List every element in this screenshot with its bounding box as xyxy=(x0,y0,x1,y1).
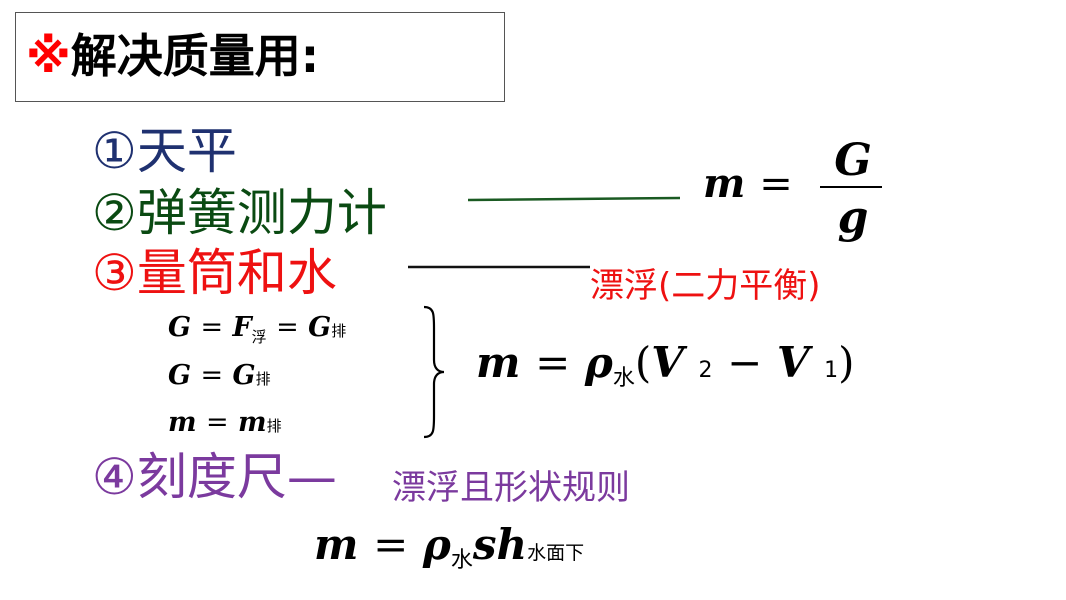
formula-ruler: m = ρ水sh水面下 xyxy=(314,520,585,573)
item-cylinder-water: ③量筒和水 xyxy=(92,248,337,298)
fraction-numerator: G xyxy=(834,135,872,186)
item-number: ② xyxy=(92,184,137,242)
reference-mark: ※ xyxy=(26,29,71,83)
equals-sign: = xyxy=(759,161,793,207)
item-label: 弹簧测力计 xyxy=(136,184,387,242)
slide-title: ※解决质量用: xyxy=(26,20,319,86)
item-label: 量筒和水 xyxy=(136,244,337,302)
fraction-bar xyxy=(820,186,882,188)
fraction-denominator: g xyxy=(837,192,869,243)
note-float-balance: 漂浮(二力平衡) xyxy=(590,266,821,306)
connector-line-spring xyxy=(468,196,681,202)
item-number: ③ xyxy=(92,244,137,302)
item-label: 天平 xyxy=(136,122,237,180)
formula-cylinder: m = ρ水(V 2 − V 1) xyxy=(476,338,855,391)
connector-line-cylinder xyxy=(408,265,590,269)
curly-brace xyxy=(423,305,445,439)
note-float-regular: 漂浮且形状规则 xyxy=(392,468,630,508)
equation-mass-displaced: m = m排 xyxy=(168,407,282,438)
formula-spring-m: m = xyxy=(703,160,793,207)
title-text: 解决质量用: xyxy=(70,29,320,83)
item-number: ① xyxy=(92,122,137,180)
title-box xyxy=(15,12,505,102)
equation-gravity-displaced: G = G排 xyxy=(168,360,271,391)
item-ruler: ④刻度尺— xyxy=(92,452,337,502)
item-number: ④ xyxy=(92,448,137,506)
item-label: 刻度尺— xyxy=(136,448,337,506)
equation-gravity-buoyancy: G = F浮 = G排 xyxy=(168,312,347,346)
item-spring-scale: ②弹簧测力计 xyxy=(92,188,387,238)
item-balance: ①天平 xyxy=(92,126,237,176)
